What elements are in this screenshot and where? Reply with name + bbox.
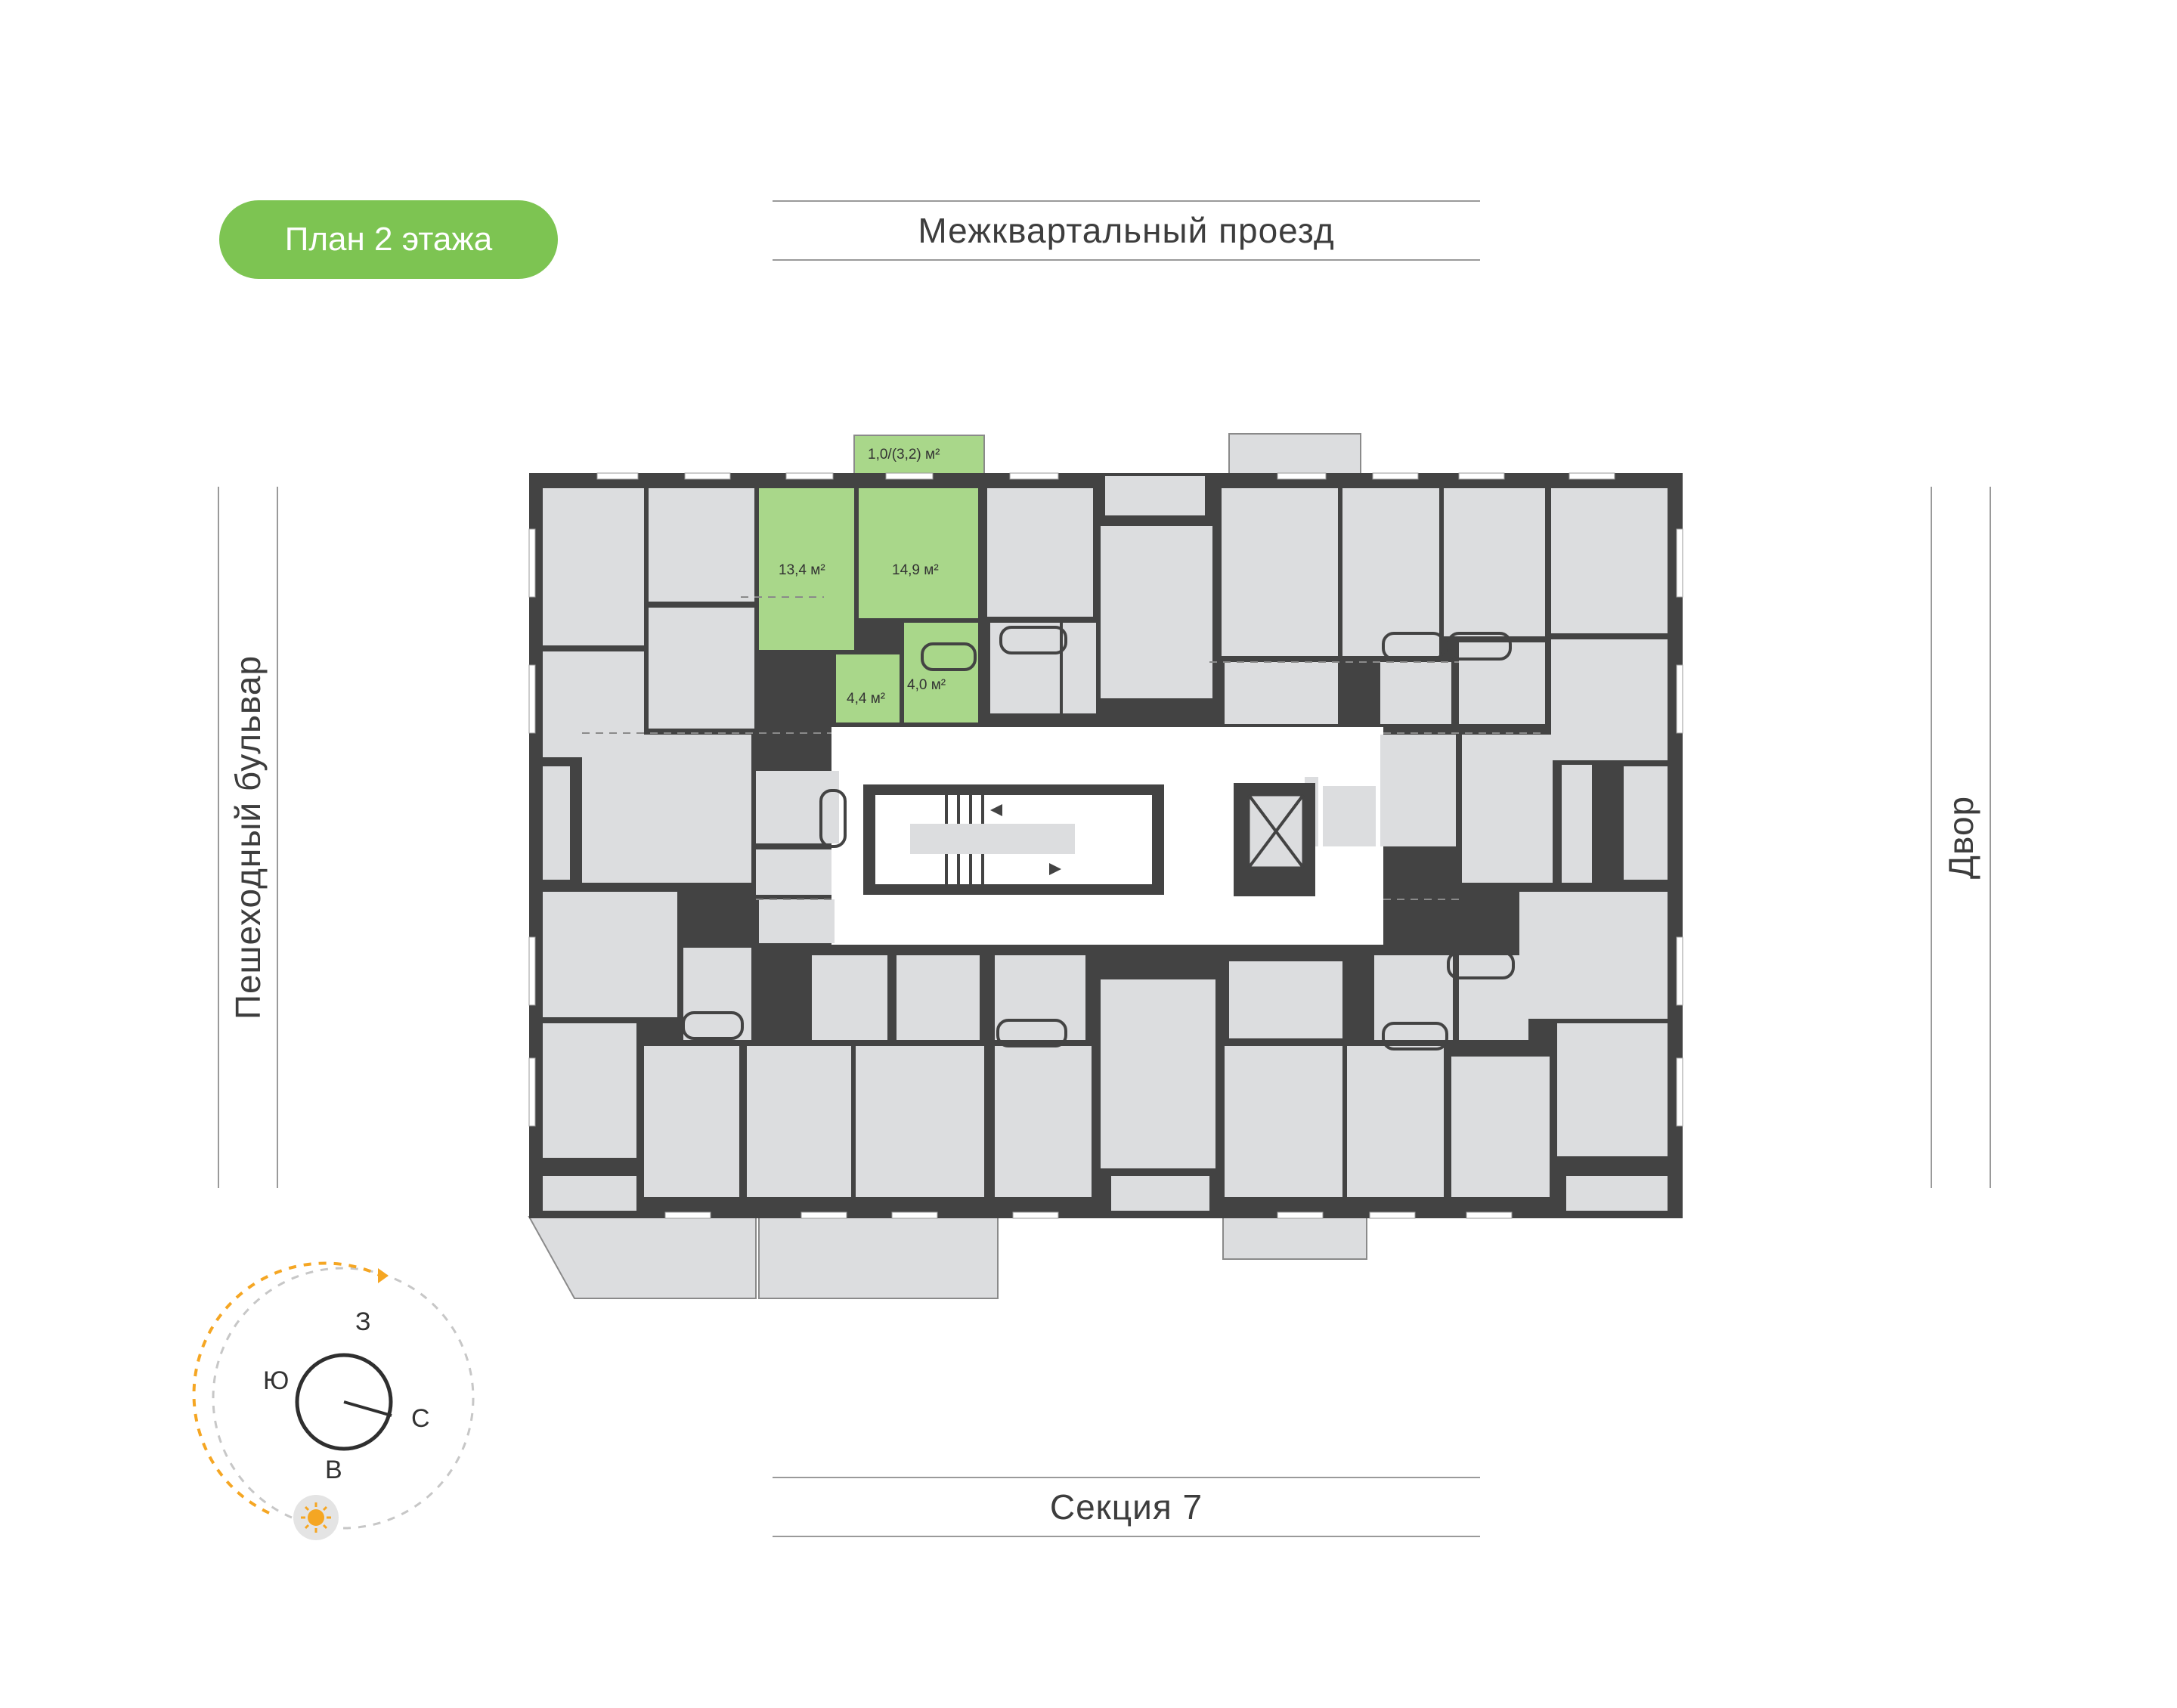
bathtub [682, 1011, 744, 1040]
room [812, 955, 887, 1040]
room [756, 849, 831, 895]
apt-area-14-9: 14,9 м² [892, 562, 939, 578]
sun-icon [308, 1509, 324, 1526]
room [1380, 735, 1456, 846]
street-top-text: Межквартальный проезд [918, 211, 1335, 250]
compass-north: С [411, 1404, 430, 1433]
street-label-top: Межквартальный проезд [773, 200, 1480, 261]
room [1229, 961, 1342, 1038]
apt-area-13-4: 13,4 м² [779, 562, 825, 578]
bathtub [1447, 632, 1512, 661]
room [543, 1023, 636, 1158]
room [543, 488, 644, 645]
apt-room-4 [904, 623, 978, 722]
room [649, 488, 754, 602]
bathtub [1382, 632, 1445, 661]
balcony-bottom-left-2 [758, 1216, 999, 1299]
room [1063, 623, 1096, 713]
sun-path-orbit [212, 1267, 475, 1530]
compass-west: З [355, 1307, 371, 1336]
stair-landing [910, 824, 1075, 854]
bathtub [1382, 1022, 1448, 1050]
room [1225, 662, 1338, 724]
street-label-bottom: Секция 7 [773, 1477, 1480, 1537]
room [644, 1046, 739, 1197]
corridor-upper [847, 730, 1368, 777]
room [1562, 765, 1592, 883]
room [1380, 662, 1451, 724]
room [995, 1046, 1092, 1197]
compass-needle [343, 1400, 392, 1417]
room [649, 608, 754, 729]
room [897, 955, 980, 1040]
compass-east: В [325, 1456, 342, 1484]
bathtub [921, 642, 977, 671]
room [543, 892, 677, 1017]
sun-rays [301, 1502, 331, 1533]
room [1624, 766, 1668, 880]
apt-area-4-4: 4,4 м² [847, 691, 885, 707]
room [582, 735, 751, 883]
room [1225, 1046, 1342, 1197]
sun-path-arc [192, 1261, 382, 1515]
room [1551, 488, 1668, 633]
room [1519, 892, 1668, 1019]
room [543, 1176, 636, 1211]
apt-room-1 [759, 488, 854, 650]
room [1105, 476, 1205, 515]
bathtub [996, 1019, 1067, 1047]
room [543, 766, 570, 880]
room [1557, 1023, 1668, 1156]
room [683, 948, 751, 1040]
room [747, 1046, 851, 1197]
stair-arrow-down [1049, 863, 1061, 875]
balcony-bottom [1222, 1216, 1367, 1260]
compass-south: Ю [263, 1366, 290, 1395]
room [1101, 526, 1212, 698]
room [1444, 488, 1545, 636]
street-label-left: Пешеходный бульвар [218, 487, 278, 1188]
room [856, 1046, 984, 1197]
room [987, 488, 1093, 617]
room [1451, 1057, 1550, 1197]
room [1459, 642, 1545, 724]
stair-arrow-up [990, 804, 1002, 816]
bathtub [819, 789, 847, 848]
room [759, 899, 835, 943]
street-label-right: Двор [1931, 487, 1991, 1188]
corridor-lower [847, 896, 1368, 942]
bathtub [999, 626, 1067, 654]
apt-room-3 [836, 654, 900, 722]
room [1111, 1176, 1209, 1211]
room [1347, 1046, 1444, 1197]
room [756, 771, 839, 843]
apt-area-4-0: 4,0 м² [907, 677, 946, 693]
apt-balcony-area: 1,0/(3,2) м² [868, 447, 940, 463]
apt-room-2 [859, 488, 978, 618]
room [1566, 1176, 1668, 1211]
room [1551, 639, 1668, 760]
room [1459, 955, 1528, 1040]
floor-plan-title: План 2 этажа [219, 200, 558, 279]
room [1462, 735, 1553, 883]
sun-path-arrow [378, 1268, 389, 1283]
room [1323, 786, 1376, 846]
room [1342, 488, 1439, 656]
street-bottom-text: Секция 7 [1049, 1487, 1203, 1527]
balcony-bottom-left [528, 1216, 757, 1299]
bathtub [1447, 951, 1515, 979]
room [1101, 979, 1215, 1168]
balcony-top [1228, 433, 1361, 475]
room [995, 955, 1085, 1040]
balcony-highlighted [853, 435, 985, 475]
room [1222, 488, 1338, 656]
